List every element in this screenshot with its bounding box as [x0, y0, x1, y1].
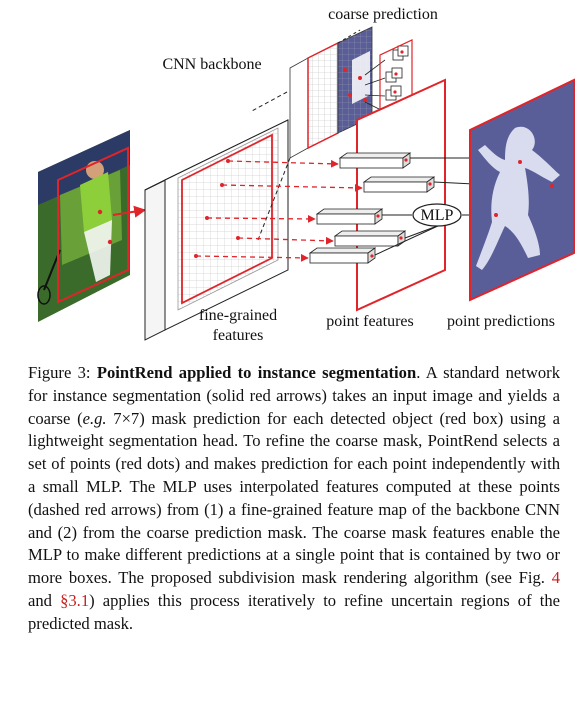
fine-grained-feature-grid [177, 127, 279, 311]
point-predictions-label: point predictions [447, 313, 555, 330]
dash-line-1 [249, 91, 288, 113]
caption-eg: e.g. [82, 408, 107, 428]
point-features-label: point features [326, 313, 414, 330]
caption-title: PointRend applied to instance segmentati… [96, 363, 417, 382]
point-predictions-mask [469, 78, 575, 302]
figure-number: Figure 3: [28, 363, 97, 382]
section-3-1-link[interactable]: §3.1 [60, 590, 90, 610]
pointrend-figure: MLP coarse prediction CNN backbone fine-… [0, 0, 583, 360]
input-to-backbone-arrow [112, 205, 147, 218]
caption-text-4: ) applies this process iteratively to re… [28, 590, 561, 633]
caption-text-3: and [28, 590, 61, 610]
coarse-prediction-label: coarse prediction [328, 6, 438, 23]
fine-grained-label-line1: fine-grained [199, 307, 277, 324]
figure-caption: Figure 3: PointRend applied to instance … [28, 362, 560, 636]
coarse-prediction-grid [289, 26, 373, 159]
input-image [37, 130, 130, 322]
mlp-oval: MLP [412, 203, 462, 227]
caption-text-1: . A standard network for instance segmen… [28, 363, 561, 428]
fig-4-link[interactable]: 4 [551, 568, 560, 588]
dashed-red-arrows [195, 159, 363, 262]
mlp-label: MLP [421, 207, 454, 224]
dash-line-2 [257, 157, 291, 241]
feature-bars [308, 152, 436, 264]
dash-line-3 [337, 29, 361, 44]
fine-grained-label-line2: features [213, 327, 264, 344]
cnn-backbone-label: CNN backbone [162, 56, 261, 73]
point-features-panel [356, 78, 446, 312]
caption-text-2: 7×7) mask prediction for each detected o… [28, 408, 560, 588]
